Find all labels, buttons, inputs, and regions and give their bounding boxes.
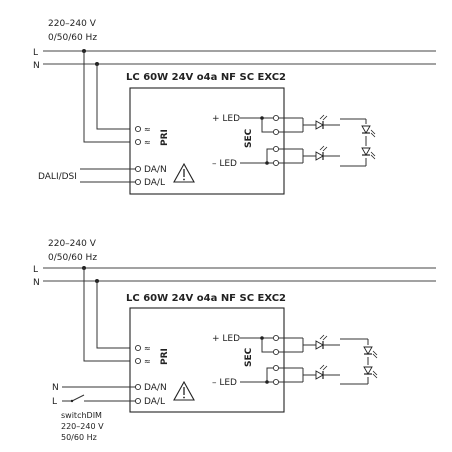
switch-frequency: 50/60 Hz: [61, 433, 97, 442]
terminal: [272, 114, 280, 122]
switch-voltage: 220–240 V: [61, 422, 104, 431]
terminal: [272, 128, 280, 136]
switch-contact: [71, 394, 85, 402]
supply-voltage: 220–240 V: [48, 239, 97, 249]
terminal: [272, 378, 280, 386]
bridge-wire: [266, 367, 273, 382]
output-minus-label: – LED: [212, 159, 237, 169]
control-l-label: L: [52, 397, 57, 407]
terminal: [272, 364, 280, 372]
terminal: [134, 138, 142, 146]
bridge-wire: [261, 338, 273, 353]
line-l-label: L: [33, 48, 38, 58]
terminal: [134, 344, 142, 352]
pri-feed-wire: [83, 268, 136, 362]
pri-terminal-symbol: ≈: [144, 138, 151, 147]
junction-dot: [265, 161, 269, 165]
led-diode-icon: [361, 147, 376, 160]
terminal: [134, 125, 142, 133]
driver-title: LC 60W 24V o4a NF SC EXC2: [126, 293, 286, 304]
pri-terminal-symbol: ≈: [144, 125, 151, 134]
led-diode-icon: [315, 114, 328, 130]
driver-title: LC 60W 24V o4a NF SC EXC2: [126, 72, 286, 83]
supply-frequency: 0/50/60 Hz: [48, 253, 97, 263]
control-terminal-dal: DA/L: [144, 397, 165, 407]
diagram-dali: 220–240 V 0/50/60 Hz L N LC 60W 24V o4a …: [33, 19, 436, 195]
junction-dot: [265, 380, 269, 384]
primary-label: PRI: [160, 129, 170, 146]
junction-dot: [260, 336, 264, 340]
primary-label: PRI: [160, 348, 170, 365]
terminal: [272, 348, 280, 356]
diagram-switchdim: 220–240 V 0/50/60 Hz L N LC 60W 24V o4a …: [33, 239, 436, 442]
warning-triangle-icon: [173, 380, 195, 401]
supply-frequency: 0/50/60 Hz: [48, 33, 97, 43]
switch-pivot: [70, 399, 74, 403]
secondary-label: SEC: [244, 347, 254, 367]
warning-triangle-icon: [173, 162, 195, 183]
terminal: [272, 145, 280, 153]
pri-terminal-symbol: ≈: [144, 344, 151, 353]
bridge-wire: [261, 118, 273, 133]
terminal: [134, 357, 142, 365]
terminal: [134, 383, 142, 391]
control-terminal-dal: DA/L: [144, 178, 165, 188]
pri-terminal-symbol: ≈: [144, 357, 151, 366]
led-diode-icon: [361, 125, 376, 138]
led-diode-icon: [315, 334, 328, 350]
pri-feed-wire: [96, 281, 136, 349]
terminal: [272, 334, 280, 342]
bridge-wire: [266, 148, 273, 163]
output-minus-label: – LED: [212, 378, 237, 388]
led-diode-icon: [363, 346, 378, 359]
driver-box: [129, 87, 285, 195]
pri-feed-wire: [83, 51, 136, 143]
pri-feed-wire: [96, 64, 136, 130]
terminal: [134, 397, 142, 405]
line-l-label: L: [33, 265, 38, 275]
output-plus-label: + LED: [212, 114, 240, 124]
driver-box: [129, 307, 285, 413]
terminal: [272, 159, 280, 167]
terminal: [134, 165, 142, 173]
control-terminal-dan: DA/N: [144, 383, 167, 393]
line-n-label: N: [33, 278, 40, 288]
output-plus-label: + LED: [212, 334, 240, 344]
junction-dot: [260, 116, 264, 120]
led-diode-icon: [315, 364, 328, 380]
dali-label: DALI/DSI: [38, 172, 77, 182]
switch-label: switchDIM: [61, 411, 102, 420]
terminal: [134, 178, 142, 186]
secondary-label: SEC: [244, 128, 254, 148]
control-terminal-dan: DA/N: [144, 165, 167, 175]
line-n-label: N: [33, 61, 40, 71]
led-diode-icon: [315, 145, 328, 161]
supply-voltage: 220–240 V: [48, 19, 97, 29]
control-n-label: N: [52, 383, 59, 393]
led-diode-icon: [363, 366, 378, 379]
